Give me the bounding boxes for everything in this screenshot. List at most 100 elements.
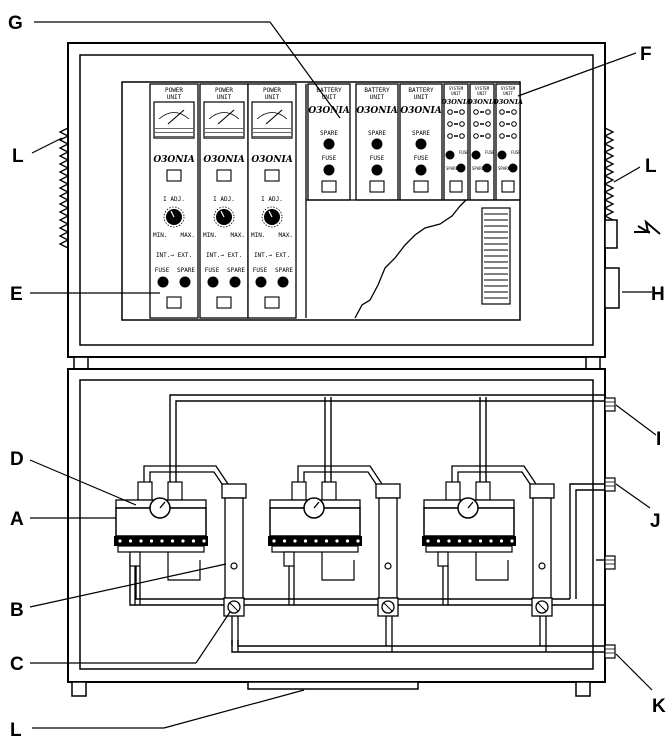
system-units: SYSTEMUNITO3ONIAFUSESPARESYSTEMUNITO3ONI… bbox=[441, 83, 523, 201]
fuse-label: FUSE bbox=[205, 267, 220, 274]
flow-control-valve[interactable] bbox=[223, 597, 245, 617]
power-connector bbox=[604, 219, 620, 309]
fuse-holder[interactable] bbox=[415, 164, 427, 176]
max-label: MAX. bbox=[231, 232, 245, 239]
fuse-holder[interactable] bbox=[207, 276, 219, 288]
int-ext-label: INT.→ EXT. bbox=[156, 252, 192, 259]
module-title: UNIT bbox=[322, 94, 337, 101]
int-ext-label: INT.→ EXT. bbox=[254, 252, 290, 259]
flowmeter bbox=[375, 483, 401, 599]
indicator-window bbox=[449, 180, 463, 193]
spare-fuse-holder[interactable] bbox=[415, 138, 427, 150]
status-led bbox=[473, 133, 479, 139]
current-adjust-knob[interactable] bbox=[213, 206, 235, 228]
module-title: SYSTEM bbox=[501, 86, 516, 91]
callout-a: A bbox=[10, 509, 24, 530]
callout-i: I bbox=[656, 429, 661, 450]
fuse-label: FUSE bbox=[459, 150, 469, 155]
status-led bbox=[485, 133, 491, 139]
spare-fuse-holder[interactable] bbox=[371, 138, 383, 150]
module-title: POWER bbox=[215, 87, 233, 94]
flow-control-valve[interactable] bbox=[531, 597, 553, 617]
indicator-window bbox=[166, 169, 182, 182]
fuse-holder[interactable] bbox=[323, 164, 335, 176]
module-title: UNIT bbox=[217, 94, 232, 101]
module-title: UNIT bbox=[477, 91, 487, 96]
cooling-fins-left bbox=[58, 127, 70, 249]
power-symbol-icon bbox=[634, 219, 661, 235]
status-led bbox=[459, 133, 465, 139]
status-led bbox=[499, 121, 505, 127]
status-led bbox=[499, 109, 505, 115]
analog-meter-icon bbox=[251, 101, 293, 139]
brand-logo: O3ONIA bbox=[441, 98, 471, 106]
fuse-holder[interactable] bbox=[371, 164, 383, 176]
spare-fuse-holder[interactable] bbox=[456, 163, 466, 173]
cabinet-feet bbox=[71, 681, 591, 697]
spare-fuse-holder[interactable] bbox=[277, 276, 289, 288]
module-title: SYSTEM bbox=[449, 86, 464, 91]
spare-fuse-holder[interactable] bbox=[229, 276, 241, 288]
indicator-window bbox=[369, 180, 385, 193]
max-label: MAX. bbox=[181, 232, 195, 239]
empty-bay bbox=[305, 84, 520, 319]
spare-fuse-holder[interactable] bbox=[323, 138, 335, 150]
spare-label: SPARE bbox=[275, 267, 293, 274]
right-fittings bbox=[604, 397, 616, 659]
indicator-window bbox=[166, 296, 182, 309]
callout-b: B bbox=[10, 600, 24, 621]
ozone-reactor-cell bbox=[268, 465, 401, 652]
spare-fuse-holder[interactable] bbox=[179, 276, 191, 288]
brand-logo: O3ONIA bbox=[308, 106, 349, 116]
spare-label: SPARE bbox=[472, 166, 485, 171]
ozone-reactors bbox=[114, 465, 555, 652]
callout-l-right: L bbox=[645, 156, 657, 177]
callout-d: D bbox=[10, 449, 24, 470]
analog-meter-icon bbox=[203, 101, 245, 139]
spare-label: SPARE bbox=[177, 267, 195, 274]
callout-l-left: L bbox=[12, 146, 24, 167]
fuse-holder[interactable] bbox=[497, 150, 507, 160]
fuse-holder[interactable] bbox=[157, 276, 169, 288]
current-adjust-knob[interactable] bbox=[163, 206, 185, 228]
brand-logo: O3ONIA bbox=[203, 155, 244, 165]
brand-logo: O3ONIA bbox=[356, 106, 397, 116]
fuse-label: FUSE bbox=[322, 155, 337, 162]
flow-control-valve[interactable] bbox=[377, 597, 399, 617]
callout-leaders bbox=[29, 21, 657, 729]
indicator-window bbox=[475, 180, 489, 193]
status-led bbox=[511, 109, 517, 115]
status-led bbox=[511, 133, 517, 139]
spare-fuse-holder[interactable] bbox=[482, 163, 492, 173]
module-title: POWER bbox=[165, 87, 183, 94]
flowmeter bbox=[529, 483, 555, 599]
min-label: MIN. bbox=[153, 232, 167, 239]
fuse-label: FUSE bbox=[511, 150, 521, 155]
fuse-holder[interactable] bbox=[471, 150, 481, 160]
inlet-fitting bbox=[604, 477, 616, 492]
indicator-window bbox=[321, 180, 337, 193]
status-led bbox=[459, 121, 465, 127]
adj-label: I ADJ. bbox=[261, 196, 283, 203]
spare-fuse-holder[interactable] bbox=[508, 163, 518, 173]
fuse-label: FUSE bbox=[370, 155, 385, 162]
brand-logo: O3ONIA bbox=[153, 155, 194, 165]
fuse-label: FUSE bbox=[253, 267, 268, 274]
module-title: UNIT bbox=[167, 94, 182, 101]
inlet-fitting bbox=[604, 555, 616, 570]
brand-logo: O3ONIA bbox=[493, 98, 523, 106]
module-title: BATTERY bbox=[316, 87, 342, 94]
current-adjust-knob[interactable] bbox=[261, 206, 283, 228]
module-title: UNIT bbox=[503, 91, 513, 96]
fuse-holder[interactable] bbox=[445, 150, 455, 160]
fuse-holder[interactable] bbox=[255, 276, 267, 288]
